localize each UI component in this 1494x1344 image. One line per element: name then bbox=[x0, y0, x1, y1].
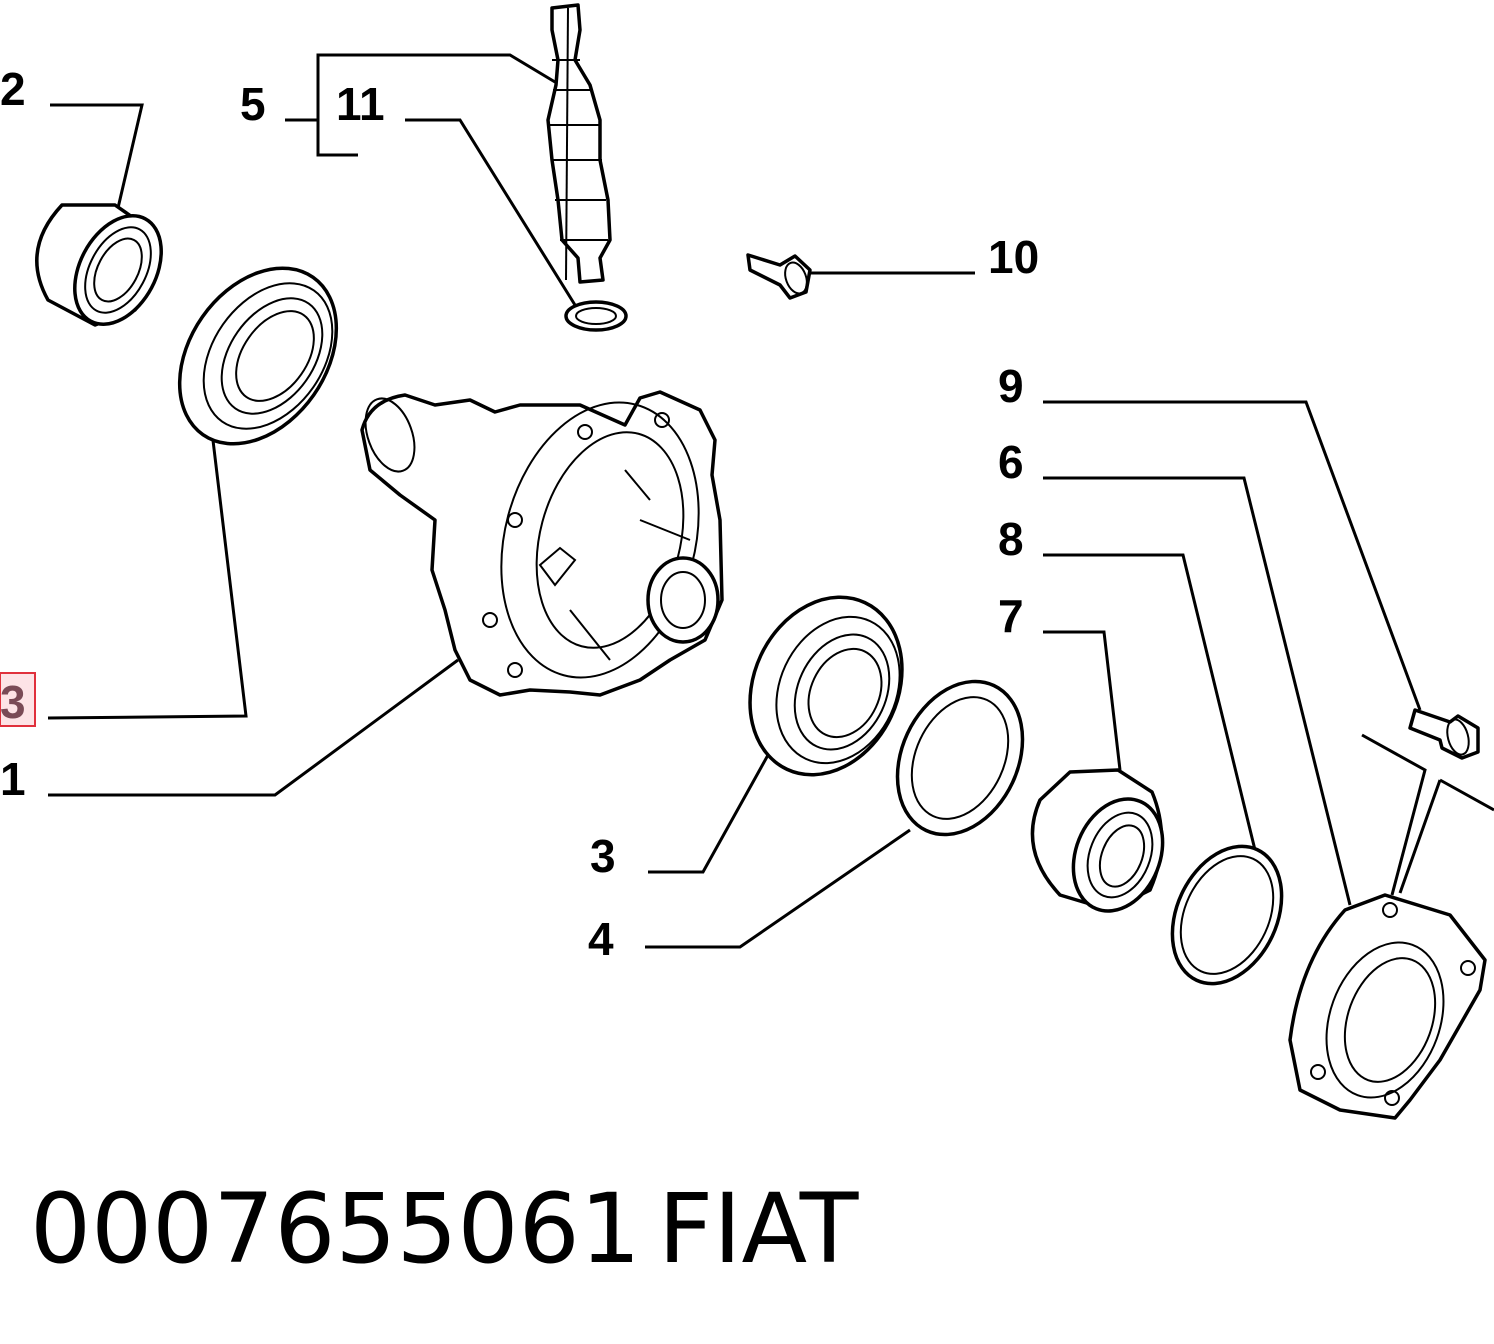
leader-3-left bbox=[47, 431, 248, 720]
part-7-bearing-cup bbox=[1030, 768, 1165, 913]
leader-axis-b bbox=[1398, 779, 1442, 894]
leader-5 bbox=[285, 53, 556, 122]
caption: 0007655061 FIAT bbox=[30, 1173, 859, 1285]
part-5-shaft bbox=[546, 3, 612, 284]
leader-4 bbox=[645, 828, 911, 949]
part-2-bearing-cup bbox=[35, 203, 163, 327]
part-3-bearing-right bbox=[748, 595, 904, 777]
part-number: 0007655061 bbox=[30, 1173, 641, 1285]
part-11-o-ring bbox=[564, 300, 628, 332]
part-1-differential-housing bbox=[360, 390, 724, 697]
leader-axis-c bbox=[1439, 778, 1494, 812]
part-9-bolt bbox=[1408, 708, 1480, 760]
label-9: 9 bbox=[998, 360, 1024, 412]
brand-name: FIAT bbox=[658, 1173, 859, 1285]
leader-7 bbox=[1043, 630, 1122, 771]
part-8-shim-ring bbox=[1170, 844, 1284, 986]
part-4-seal bbox=[895, 679, 1025, 837]
label-6: 6 bbox=[998, 436, 1024, 488]
leader-6 bbox=[1043, 476, 1352, 906]
highlight-box bbox=[0, 672, 36, 727]
part-10-bolt bbox=[746, 253, 812, 300]
label-5: 5 bbox=[240, 78, 266, 130]
leader-axis bbox=[1361, 733, 1427, 896]
label-3-left: 3 bbox=[0, 676, 26, 728]
label-3-right: 3 bbox=[590, 830, 616, 882]
label-1: 1 bbox=[0, 753, 26, 805]
leader-3-right bbox=[648, 754, 770, 874]
leader-lines bbox=[47, 53, 1494, 949]
leader-9 bbox=[1043, 400, 1422, 711]
callout-labels: 2 5 11 10 9 6 8 7 3 1 3 4 bbox=[0, 63, 1039, 965]
label-7: 7 bbox=[998, 590, 1024, 642]
part-3-bearing-left bbox=[177, 266, 339, 446]
label-10: 10 bbox=[988, 231, 1039, 283]
leader-8 bbox=[1043, 553, 1257, 851]
leader-11 bbox=[405, 118, 577, 306]
label-11: 11 bbox=[336, 78, 385, 130]
part-6-flange-cover bbox=[1288, 893, 1487, 1120]
leader-2 bbox=[50, 103, 144, 209]
label-8: 8 bbox=[998, 513, 1024, 565]
label-4: 4 bbox=[588, 913, 614, 965]
leader-1 bbox=[48, 658, 459, 797]
leader-5b bbox=[316, 120, 358, 157]
label-2: 2 bbox=[0, 63, 26, 115]
